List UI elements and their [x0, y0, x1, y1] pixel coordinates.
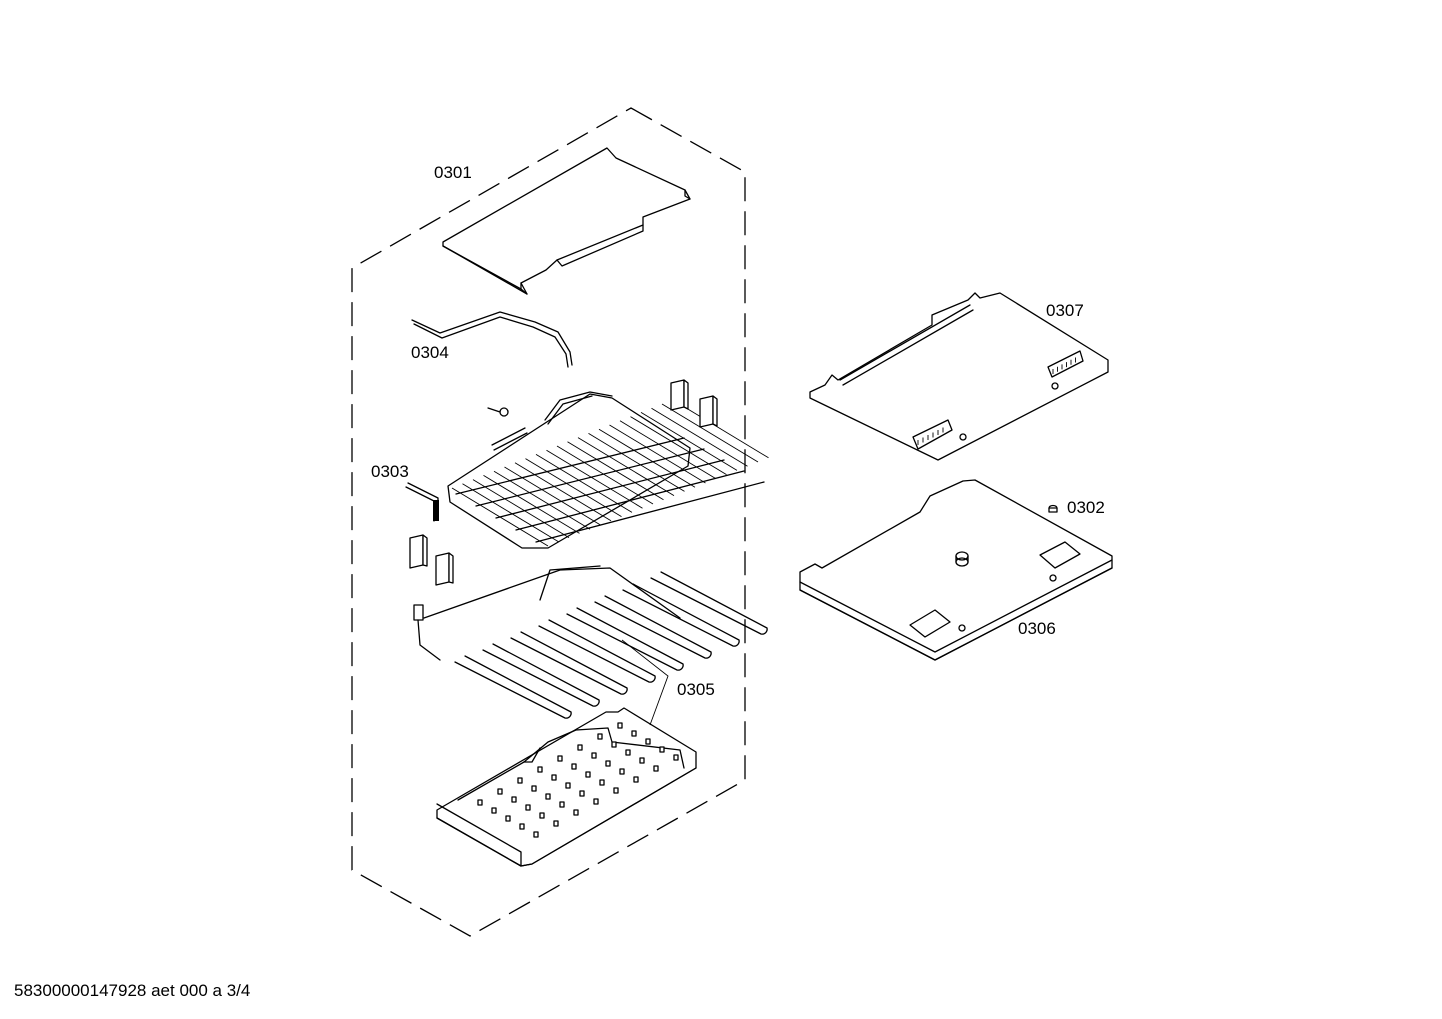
- label-0304: 0304: [411, 343, 449, 362]
- label-0306: 0306: [1018, 619, 1056, 638]
- assembly-group-outline: [351, 107, 746, 937]
- part-foam-blocks: [409, 379, 718, 586]
- part-0307-upper-panel: [809, 292, 1109, 461]
- part-evaporator-coil: [447, 391, 769, 549]
- part-0303-bracket: [405, 482, 439, 522]
- label-0302: 0302: [1067, 498, 1105, 517]
- leader-0305: [621, 639, 669, 726]
- part-0305-drip-tray: [436, 707, 697, 867]
- label-0303: 0303: [371, 462, 409, 481]
- label-0301: 0301: [434, 163, 472, 182]
- label-0305: 0305: [677, 680, 715, 699]
- part-0301-cover-plate: [442, 147, 691, 295]
- part-0302-cap: [1048, 504, 1058, 513]
- part-0306-lower-panel: [799, 479, 1113, 661]
- part-heater-element: [413, 565, 768, 719]
- label-0307: 0307: [1046, 301, 1084, 320]
- drawing-reference-number: 58300000147928 aet 000 a 3/4: [14, 981, 251, 1000]
- part-0304-tube: [411, 311, 573, 368]
